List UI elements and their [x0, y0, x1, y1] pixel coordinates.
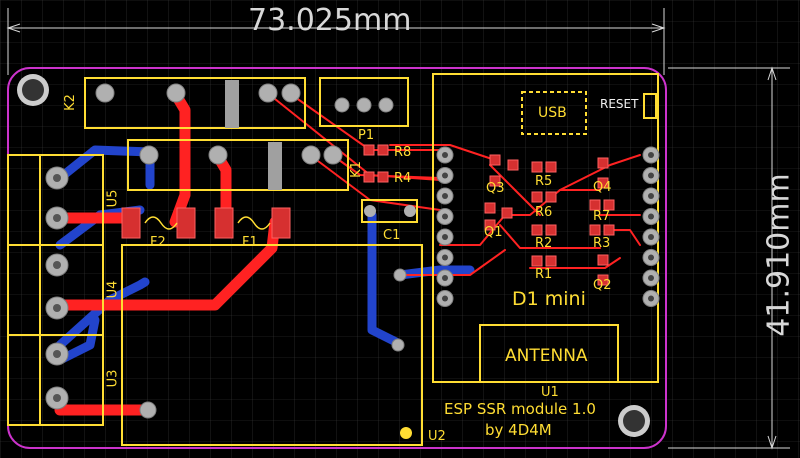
label-p1: P1: [358, 128, 375, 143]
header-pin-drill: [648, 152, 654, 158]
header-pin-drill: [442, 275, 448, 281]
capacitor-c1-outline: [361, 199, 418, 223]
label-f1: F1: [242, 235, 258, 250]
label-u3: U3: [105, 369, 121, 388]
header-pin-drill: [442, 234, 448, 240]
label-k1: K1: [348, 161, 364, 178]
header-pin-drill: [648, 295, 654, 302]
label-r3: R3: [593, 236, 611, 251]
relay-k2-outline: [84, 77, 306, 129]
label-r2: R2: [535, 236, 553, 251]
header-pin-drill: [648, 275, 654, 281]
label-r6: R6: [535, 205, 553, 220]
label-k2: K2: [62, 94, 78, 111]
antenna-label: ANTENNA: [505, 346, 588, 366]
label-r4: R4: [394, 171, 412, 186]
label-u2: U2: [428, 429, 446, 444]
pad-drills: [53, 174, 61, 402]
header-pin-drill: [648, 254, 654, 261]
pin1-marker: [400, 427, 412, 439]
dimension-width: [6, 8, 666, 75]
usb-label: USB: [538, 105, 567, 121]
header-pin-drill: [442, 172, 448, 179]
reset-label: RESET: [600, 97, 639, 111]
header-pin-drill: [648, 213, 654, 220]
relay-k1-outline: [127, 139, 349, 191]
smd-pads: [121, 144, 615, 286]
reset-button-outline: [643, 93, 657, 119]
header-pin-drill: [648, 172, 654, 179]
capacitor-c1-pads: [364, 205, 416, 217]
terminal-blocks-outline: [7, 154, 104, 426]
d1-header-left: [436, 146, 454, 307]
connector-p1-outline: [319, 77, 409, 127]
header-pin-drill: [442, 152, 448, 158]
header-pin-drill: [442, 254, 448, 261]
label-r1: R1: [535, 267, 553, 282]
label-u5: U5: [105, 189, 121, 208]
label-q1: Q1: [484, 225, 503, 240]
label-f2: F2: [150, 235, 166, 250]
width-dimension-label: 73.025mm: [248, 3, 412, 38]
usb-outline: [521, 91, 587, 135]
label-c1: C1: [383, 228, 401, 243]
mounting-hole: [17, 74, 49, 106]
header-pin-drill: [442, 213, 448, 220]
label-r7: R7: [593, 209, 611, 224]
header-pin-drill: [648, 234, 654, 240]
label-q2: Q2: [593, 278, 612, 293]
header-pin-drill: [442, 193, 448, 199]
header-pin-drill: [442, 295, 448, 302]
board-author: by 4D4M: [485, 421, 552, 439]
label-q4: Q4: [593, 180, 612, 195]
label-u1: U1: [541, 385, 559, 400]
label-q3: Q3: [486, 181, 505, 196]
label-r5: R5: [535, 174, 553, 189]
height-dimension-label: 41.910mm: [761, 173, 797, 337]
antenna-outline: [479, 324, 619, 383]
mounting-hole: [618, 405, 650, 437]
relay-k2-body: [225, 80, 239, 128]
label-u4: U4: [105, 280, 121, 299]
d1-header-right: [642, 146, 660, 307]
header-pin-drill: [648, 193, 654, 199]
fuse-symbols: [144, 216, 271, 230]
board-title: ESP SSR module 1.0: [444, 400, 596, 418]
label-r8: R8: [394, 145, 412, 160]
relay-k1-body: [268, 142, 282, 190]
module-u2-outline: [121, 244, 423, 446]
dimension-height: [668, 66, 790, 450]
d1-mini-label: D1 mini: [512, 288, 586, 310]
